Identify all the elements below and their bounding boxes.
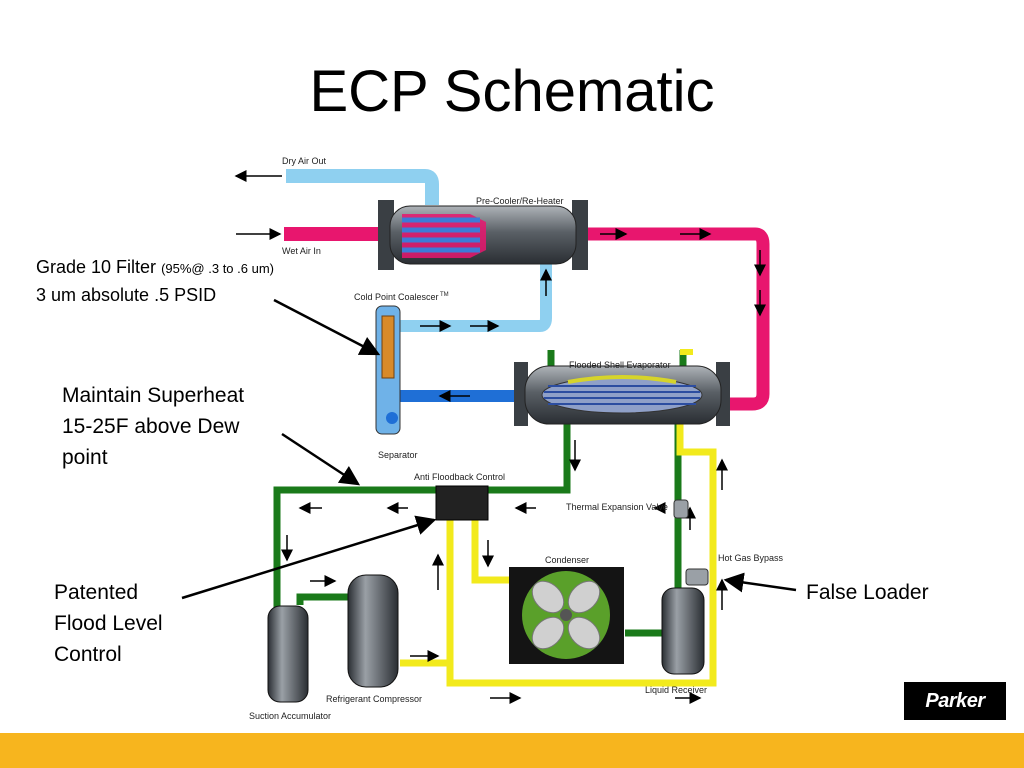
annotation-filter: Grade 10 Filter (95%@ .3 to .6 um) 3 um … — [36, 254, 274, 308]
label-coalescer: Cold Point Coalescer — [354, 292, 439, 302]
superheat-line2: 15-25F above Dew — [62, 415, 240, 438]
slide-title: ECP Schematic — [309, 59, 715, 124]
liquid-line-yellow — [400, 422, 717, 687]
flooded-shell-evaporator — [514, 362, 730, 426]
footer-bar — [0, 733, 1024, 768]
annotation-pointers — [181, 298, 797, 600]
flood-line2: Flood Level — [54, 612, 163, 635]
annotation-superheat: Maintain Superheat 15-25F above Dew poin… — [62, 380, 244, 473]
label-condenser: Condenser — [545, 555, 589, 565]
coalescer-air-pipe — [398, 262, 552, 332]
refrigerant-compressor-tank — [347, 574, 399, 688]
annotation-flood-level: Patented Flood Level Control — [54, 577, 163, 670]
label-evaporator: Flooded Shell Evaporator — [569, 360, 671, 370]
label-dry-air-out: Dry Air Out — [282, 156, 327, 166]
label-anti-floodback: Anti Floodback Control — [414, 472, 505, 482]
label-compressor: Refrigerant Compressor — [326, 694, 422, 704]
label-separator: Separator — [378, 450, 418, 460]
flood-line3: Control — [54, 643, 122, 666]
label-txv: Thermal Expansion Valve — [566, 502, 668, 512]
filter-line1-small: (95%@ .3 to .6 um) — [161, 261, 274, 276]
superheat-line1: Maintain Superheat — [62, 384, 245, 407]
hot-gas-bypass-valve — [685, 568, 709, 586]
precooler-reheater — [378, 200, 588, 270]
label-liquid-receiver: Liquid Receiver — [645, 685, 707, 695]
condenser — [509, 567, 624, 664]
anti-floodback-control-box — [435, 485, 489, 521]
txv-valve — [673, 499, 689, 519]
suction-line — [273, 420, 571, 608]
flood-line1: Patented — [54, 581, 139, 604]
label-tm: TM — [440, 292, 449, 298]
dry-air-out-pipe — [286, 169, 439, 205]
parker-logo: Parker — [904, 682, 1006, 720]
filter-line1: Grade 10 Filter — [36, 257, 157, 277]
liquid-receiver-tank — [661, 587, 705, 675]
filter-line2: 3 um absolute .5 PSID — [36, 285, 217, 305]
superheat-line3: point — [62, 446, 108, 469]
label-hot-gas: Hot Gas Bypass — [718, 553, 784, 563]
compressor-suction-line — [296, 593, 352, 605]
label-wet-air-in: Wet Air In — [282, 246, 321, 256]
suction-accumulator-tank — [267, 605, 309, 703]
label-accumulator: Suction Accumulator — [249, 711, 331, 721]
flow-arrows — [234, 170, 766, 704]
label-precooler: Pre-Cooler/Re-Heater — [476, 196, 564, 206]
annotation-false-loader: False Loader — [806, 581, 929, 604]
wet-air-loop-pipe — [586, 227, 770, 411]
coalescer-separator — [375, 305, 401, 435]
